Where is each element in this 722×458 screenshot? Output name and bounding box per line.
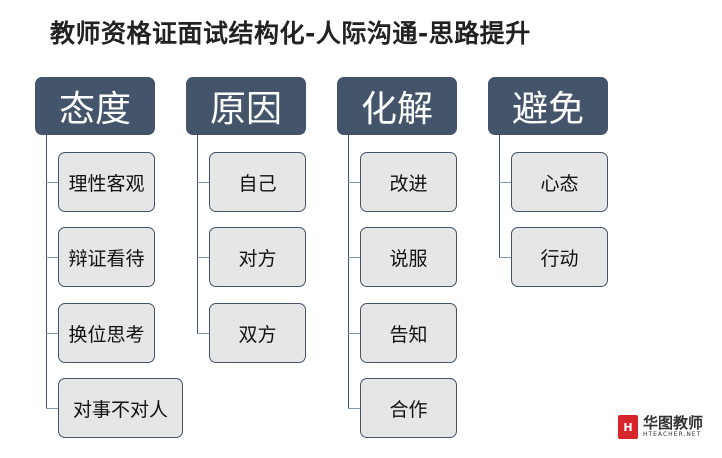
branch-line (197, 182, 209, 183)
logo-mark-icon: H (618, 415, 638, 439)
child-node: 双方 (209, 303, 306, 363)
branch-line (499, 182, 511, 183)
column-header: 化解 (337, 77, 457, 135)
branch-line (46, 408, 58, 409)
branch-line (46, 257, 58, 258)
logo: H 华图教师 HTEACHER.NET (618, 415, 703, 439)
child-node: 行动 (511, 227, 608, 287)
child-node: 理性客观 (58, 152, 155, 212)
branch-line (46, 182, 58, 183)
column-3: 避免心态行动 (488, 77, 648, 447)
branch-line (348, 333, 360, 334)
logo-domain: HTEACHER.NET (643, 431, 702, 438)
branch-line (348, 408, 360, 409)
column-header: 原因 (186, 77, 306, 135)
column-header: 态度 (35, 77, 155, 135)
connector-line (197, 135, 198, 333)
connector-line (499, 135, 500, 257)
child-node: 换位思考 (58, 303, 155, 363)
column-2: 化解改进说服告知合作 (337, 77, 497, 447)
column-header: 避免 (488, 77, 608, 135)
connector-line (348, 135, 349, 408)
branch-line (348, 182, 360, 183)
branch-line (197, 333, 209, 334)
branch-line (499, 257, 511, 258)
branch-line (46, 333, 58, 334)
child-node: 对方 (209, 227, 306, 287)
page-title: 教师资格证面试结构化-人际沟通-思路提升 (50, 19, 531, 48)
connector-line (46, 135, 47, 408)
child-node: 说服 (360, 227, 457, 287)
child-node: 告知 (360, 303, 457, 363)
child-node: 改进 (360, 152, 457, 212)
child-node: 自己 (209, 152, 306, 212)
child-node: 心态 (511, 152, 608, 212)
child-node: 合作 (360, 378, 457, 438)
child-node: 对事不对人 (58, 378, 183, 438)
child-node: 辩证看待 (58, 227, 155, 287)
branch-line (197, 257, 209, 258)
logo-name: 华图教师 (643, 414, 704, 432)
column-1: 原因自己对方双方 (186, 77, 346, 447)
branch-line (348, 257, 360, 258)
column-0: 态度理性客观辩证看待换位思考对事不对人 (35, 77, 195, 447)
